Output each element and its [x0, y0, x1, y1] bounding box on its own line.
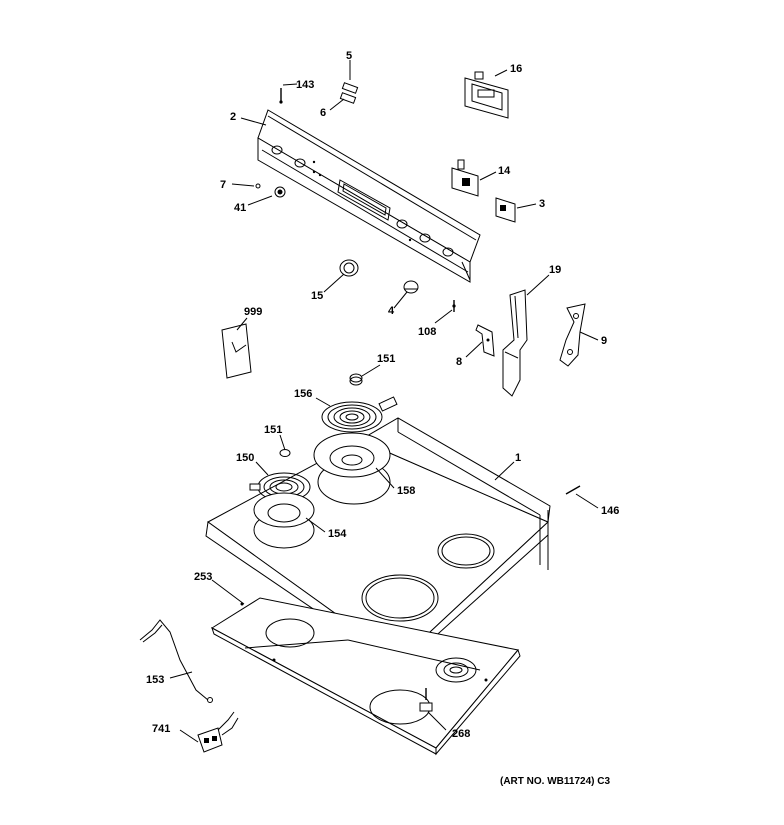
callout-1: 1 — [515, 452, 521, 464]
literature-part-999 — [221, 323, 252, 379]
knob-part-4 — [403, 280, 419, 294]
callout-16: 16 — [510, 63, 522, 75]
callout-143: 143 — [296, 79, 314, 91]
callout-41: 41 — [234, 202, 246, 214]
screw-part-146 — [565, 485, 581, 495]
callout-741: 741 — [152, 723, 170, 735]
callout-4: 4 — [388, 305, 395, 317]
leader-lines — [169, 60, 599, 743]
callout-150: 150 — [236, 452, 254, 464]
small-drip-pan-154 — [253, 492, 315, 528]
callout-151-b: 151 — [264, 424, 282, 436]
callout-5: 5 — [346, 50, 352, 62]
screw-part-143 — [279, 88, 283, 104]
callout-154: 154 — [328, 528, 347, 540]
screw-part-108 — [452, 300, 456, 312]
callout-108: 108 — [418, 326, 436, 338]
burner-box-253 — [211, 597, 521, 756]
bracket-part-8 — [475, 324, 495, 357]
callout-19: 19 — [549, 264, 561, 276]
bracket-part-19 — [502, 289, 528, 397]
callout-14: 14 — [498, 165, 511, 177]
callout-6: 6 — [320, 107, 326, 119]
wire-harness-153 — [139, 619, 213, 703]
callout-151-a: 151 — [377, 353, 395, 365]
bezel-part-15 — [339, 259, 359, 277]
control-panel-backsplash — [257, 109, 481, 283]
clock-timer-part-16 — [464, 71, 509, 119]
art-number-caption: (ART NO. WB11724) C3 — [500, 776, 610, 787]
callout-153: 153 — [146, 674, 164, 686]
knob-part-41 — [274, 186, 286, 198]
large-surface-element-156 — [321, 396, 398, 433]
callout-15: 15 — [311, 290, 323, 302]
callout-3: 3 — [539, 198, 545, 210]
bracket-part-9 — [559, 303, 586, 367]
callout-2: 2 — [230, 111, 236, 123]
callout-999: 999 — [244, 306, 262, 318]
switch-part-3 — [495, 197, 516, 223]
callout-9: 9 — [601, 335, 607, 347]
switch-part-14 — [451, 159, 479, 197]
trim-ring-151-b — [279, 449, 291, 457]
callout-8: 8 — [456, 356, 462, 368]
callout-labels: 143 5 6 16 2 7 41 14 3 19 15 4 108 999 8… — [146, 50, 619, 740]
callout-146: 146 — [601, 505, 619, 517]
bracket-part-268 — [419, 688, 433, 712]
callout-158: 158 — [397, 485, 415, 497]
callout-7: 7 — [220, 179, 226, 191]
trim-ring-151-a — [349, 373, 363, 386]
callout-156: 156 — [294, 388, 312, 400]
callout-268: 268 — [452, 728, 470, 740]
clip-part-5-6 — [339, 82, 359, 104]
callout-253: 253 — [194, 571, 212, 583]
clip-part-7 — [255, 183, 261, 189]
terminal-block-741 — [197, 711, 239, 753]
large-drip-pan-158 — [313, 432, 391, 478]
